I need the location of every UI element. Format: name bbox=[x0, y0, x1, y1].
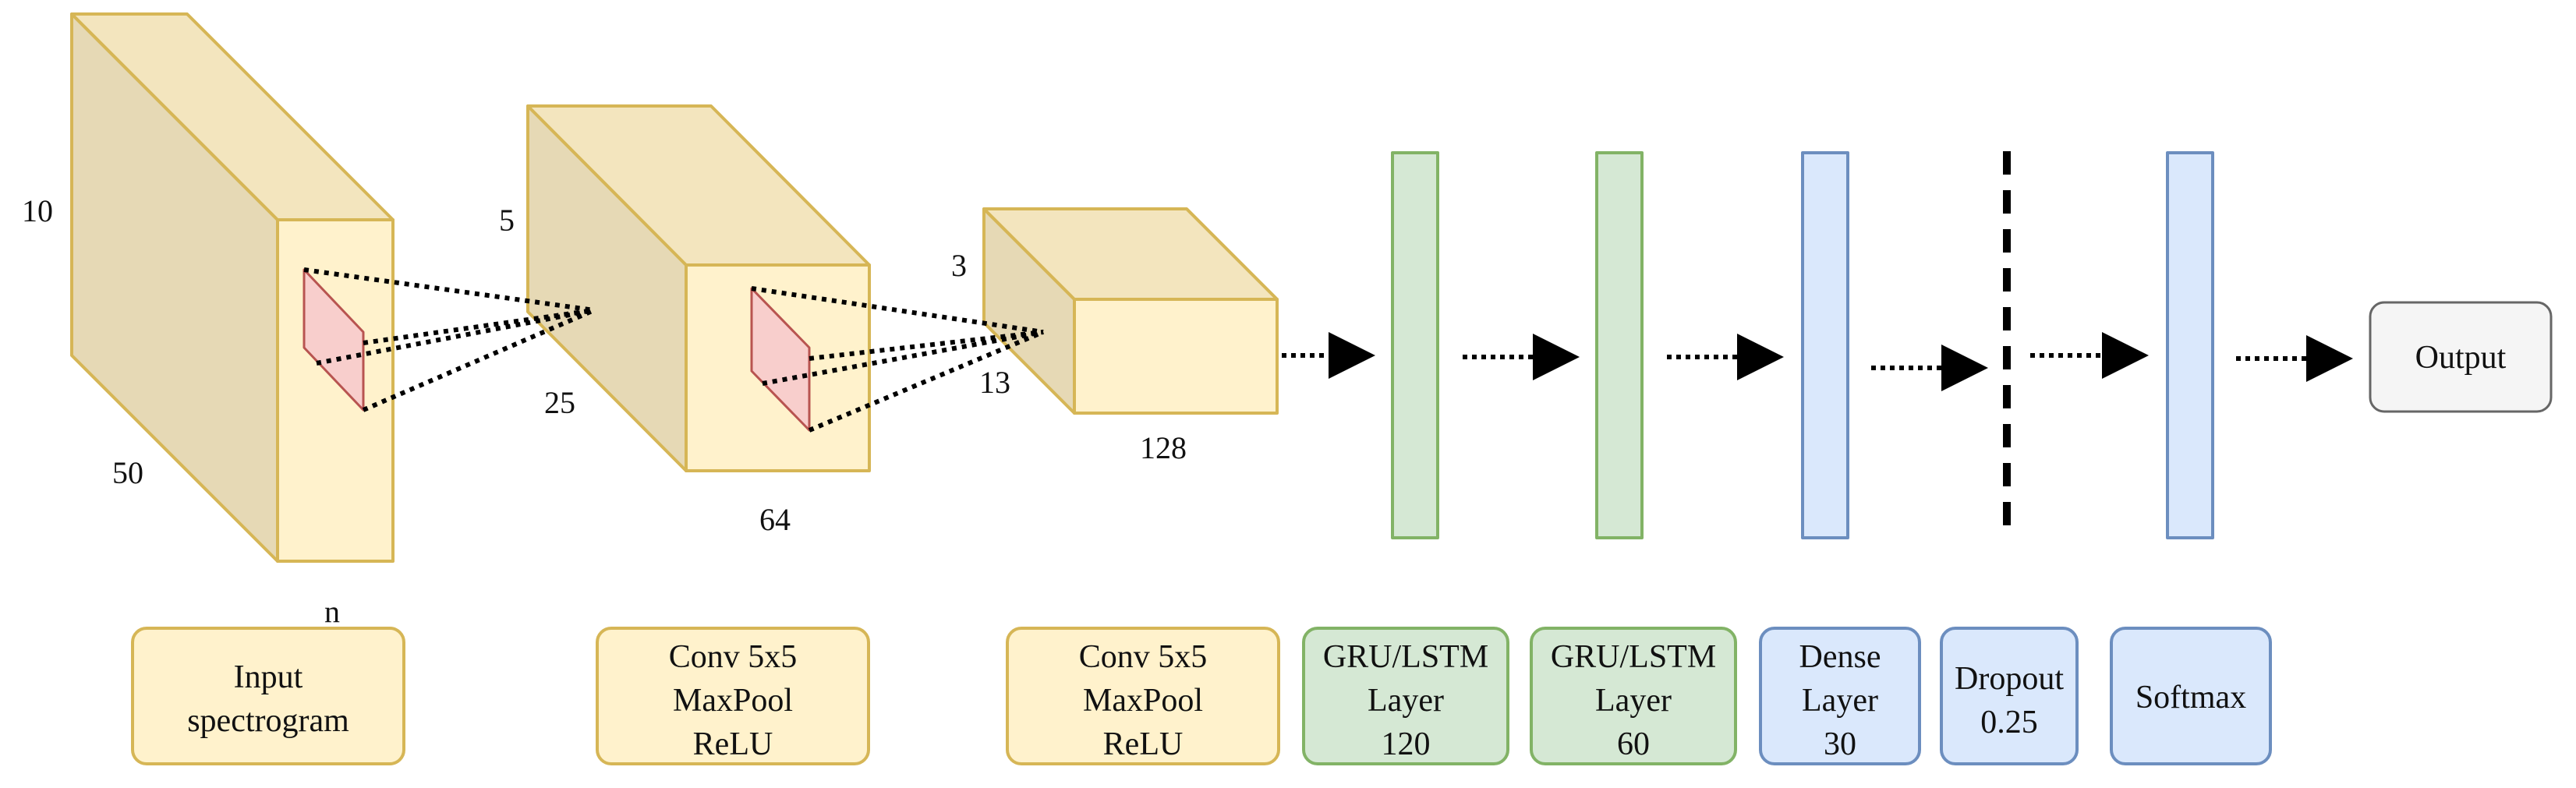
conv1-width-label: 64 bbox=[759, 502, 791, 537]
conv1-label-line-2: MaxPool bbox=[673, 683, 793, 719]
input-depth-label: 50 bbox=[112, 455, 143, 490]
input-label-line-2: spectrogram bbox=[187, 703, 349, 739]
softmax-label-line-1: Softmax bbox=[2135, 680, 2246, 716]
gru1-label-line-3: 120 bbox=[1382, 726, 1431, 762]
softmax-layer-bar bbox=[2166, 151, 2214, 539]
gru2-label-box bbox=[1530, 627, 1737, 765]
receptive-field-lines bbox=[303, 267, 1045, 433]
conv2-label-box bbox=[1006, 627, 1280, 765]
dropout-label-line-1: Dropout bbox=[1955, 661, 2064, 697]
conv2-width-label: 128 bbox=[1140, 430, 1187, 465]
gru-layer-2-bar bbox=[1595, 151, 1644, 539]
rf-line bbox=[808, 330, 1045, 433]
gru1-label-box bbox=[1302, 627, 1509, 765]
conv2-depth-label: 13 bbox=[979, 365, 1010, 400]
conv2-volume-front bbox=[1073, 298, 1279, 415]
gru2-label-line-1: GRU/LSTM bbox=[1551, 639, 1716, 675]
gru2-label-line-2: Layer bbox=[1595, 683, 1672, 719]
gru1-label-line-1: GRU/LSTM bbox=[1323, 639, 1488, 675]
dense-label-line-1: Dense bbox=[1799, 639, 1881, 675]
dense-label-line-2: Layer bbox=[1802, 683, 1878, 719]
input-volume-front bbox=[276, 218, 395, 563]
output-label: Output bbox=[2415, 340, 2507, 376]
conv1-label-box bbox=[596, 627, 870, 765]
dense-layer-bar bbox=[1801, 151, 1849, 539]
conv2-label-line-3: ReLU bbox=[1103, 726, 1184, 762]
conv1-depth-label: 25 bbox=[544, 385, 575, 420]
input-label-line-1: Input bbox=[234, 659, 303, 695]
conv1-volume bbox=[526, 104, 871, 472]
conv2-label-line-1: Conv 5x5 bbox=[1079, 639, 1208, 675]
conv1-height-label: 5 bbox=[499, 203, 515, 238]
dropout-label-line-2: 0.25 bbox=[1980, 705, 2038, 740]
gru-layer-1-bar bbox=[1391, 151, 1439, 539]
softmax-label-box bbox=[2110, 627, 2272, 765]
input-volume bbox=[70, 12, 395, 563]
conv2-height-label: 3 bbox=[951, 248, 967, 283]
input-height-label: 10 bbox=[22, 193, 53, 228]
input-width-label: n bbox=[324, 594, 340, 629]
conv2-volume bbox=[982, 207, 1279, 415]
conv1-label-line-1: Conv 5x5 bbox=[669, 639, 798, 675]
rf-line bbox=[751, 286, 1044, 334]
gru2-label-line-3: 60 bbox=[1617, 726, 1650, 762]
dense-label-box bbox=[1759, 627, 1921, 765]
gru1-label-line-2: Layer bbox=[1368, 683, 1444, 719]
rf-line bbox=[316, 308, 595, 366]
rf-line bbox=[362, 308, 596, 412]
rf-line bbox=[809, 330, 1044, 361]
input-label-box bbox=[131, 627, 405, 765]
dropout-label-box bbox=[1940, 627, 2079, 765]
conv2-label-line-2: MaxPool bbox=[1083, 683, 1203, 719]
rf-line bbox=[762, 330, 1044, 386]
flow-arrows bbox=[1282, 332, 2353, 391]
dense-label-line-3: 30 bbox=[1824, 726, 1856, 762]
rf-line bbox=[303, 267, 595, 313]
output-box bbox=[2369, 301, 2553, 413]
conv1-label-line-3: ReLU bbox=[693, 726, 773, 762]
